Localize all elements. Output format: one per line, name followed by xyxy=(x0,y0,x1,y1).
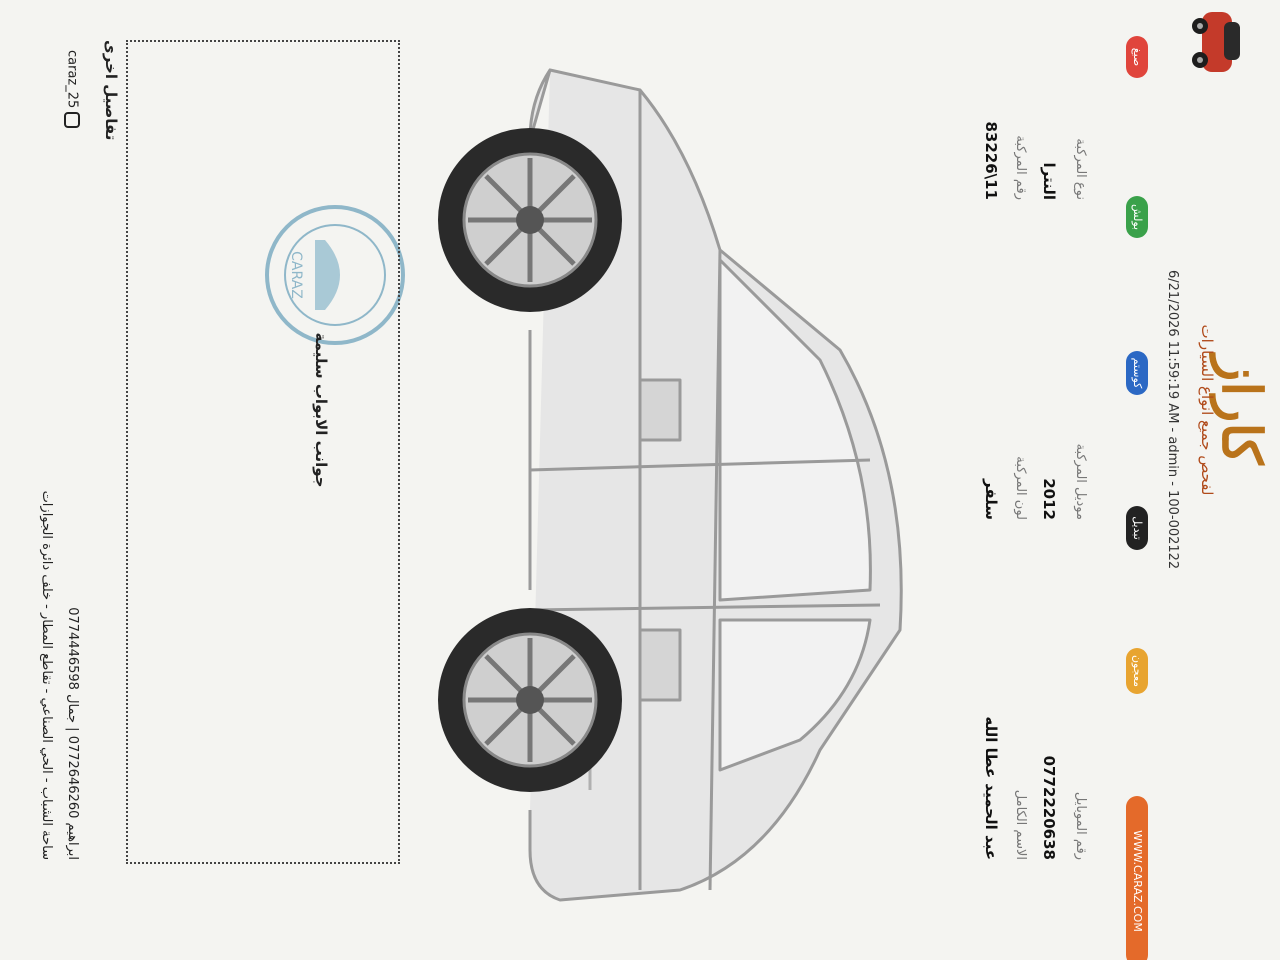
phone-value: 0772220638 xyxy=(1040,755,1058,860)
color-label: لون المركبة xyxy=(1013,456,1028,520)
brand-block: كاراز لفحص جميع انواع السيارات xyxy=(1198,270,1274,550)
legend-pills: صبغ بولش كوستم تبديل معجون WWW.CARAZ.COM xyxy=(1120,16,1148,960)
instagram-icon xyxy=(64,112,80,129)
rear-wheel xyxy=(438,608,622,792)
type-label: نوع المركبة xyxy=(1073,138,1088,200)
type-value: النترا xyxy=(1040,162,1058,201)
car-frame-diagram xyxy=(438,68,903,902)
model-value: 2012 xyxy=(1040,478,1058,520)
other-details-label: تفاصيل اخرى xyxy=(102,40,120,141)
model-label: موديل المركبة xyxy=(1073,443,1088,520)
legend-pill-putty: معجون xyxy=(1126,648,1148,694)
footer-address: ساحة الشباب - الحي الصناعي - تقاطع المطا… xyxy=(39,490,54,860)
brand-tagline: لفحص جميع انواع السيارات xyxy=(1198,324,1216,496)
vehicle-info-table: نوع المركبة النترا رقم المركبة 11\83226 … xyxy=(974,60,1094,900)
footer-phones: ابراهيم 0772646260 | جمال 0774446598 xyxy=(65,607,80,860)
front-wheel xyxy=(438,128,622,312)
plate-label: رقم المركبة xyxy=(1013,135,1028,200)
instagram-handle: caraz_25 xyxy=(64,50,80,109)
website-pill: WWW.CARAZ.COM xyxy=(1126,796,1148,960)
legend-pill-paint: صبغ xyxy=(1126,36,1148,78)
report-stamp: 6/21/2026 11:59:19 AM - admin - 100-0021… xyxy=(1165,270,1180,570)
notes-box xyxy=(126,40,400,864)
svg-text:CARAZ: CARAZ xyxy=(288,251,304,299)
legend-pill-replaced: تبديل xyxy=(1126,506,1148,550)
color-value: سلفر xyxy=(982,478,1000,520)
brand-name: كاراز xyxy=(1210,355,1274,465)
owner-label: الاسم الكامل xyxy=(1013,789,1028,860)
legend-pill-custom: كوستم xyxy=(1126,351,1148,395)
car-logo-icon xyxy=(1192,12,1240,72)
company-seal: CARAZ xyxy=(265,205,405,345)
legend-pill-polish: بولش xyxy=(1126,196,1148,238)
phone-label: رقم الموبايل xyxy=(1073,791,1088,860)
owner-value: عبد الحميد عطا الله xyxy=(982,716,1000,860)
footer-instagram: caraz_25 xyxy=(64,50,80,129)
plate-value: 11\83226 xyxy=(982,121,1000,200)
